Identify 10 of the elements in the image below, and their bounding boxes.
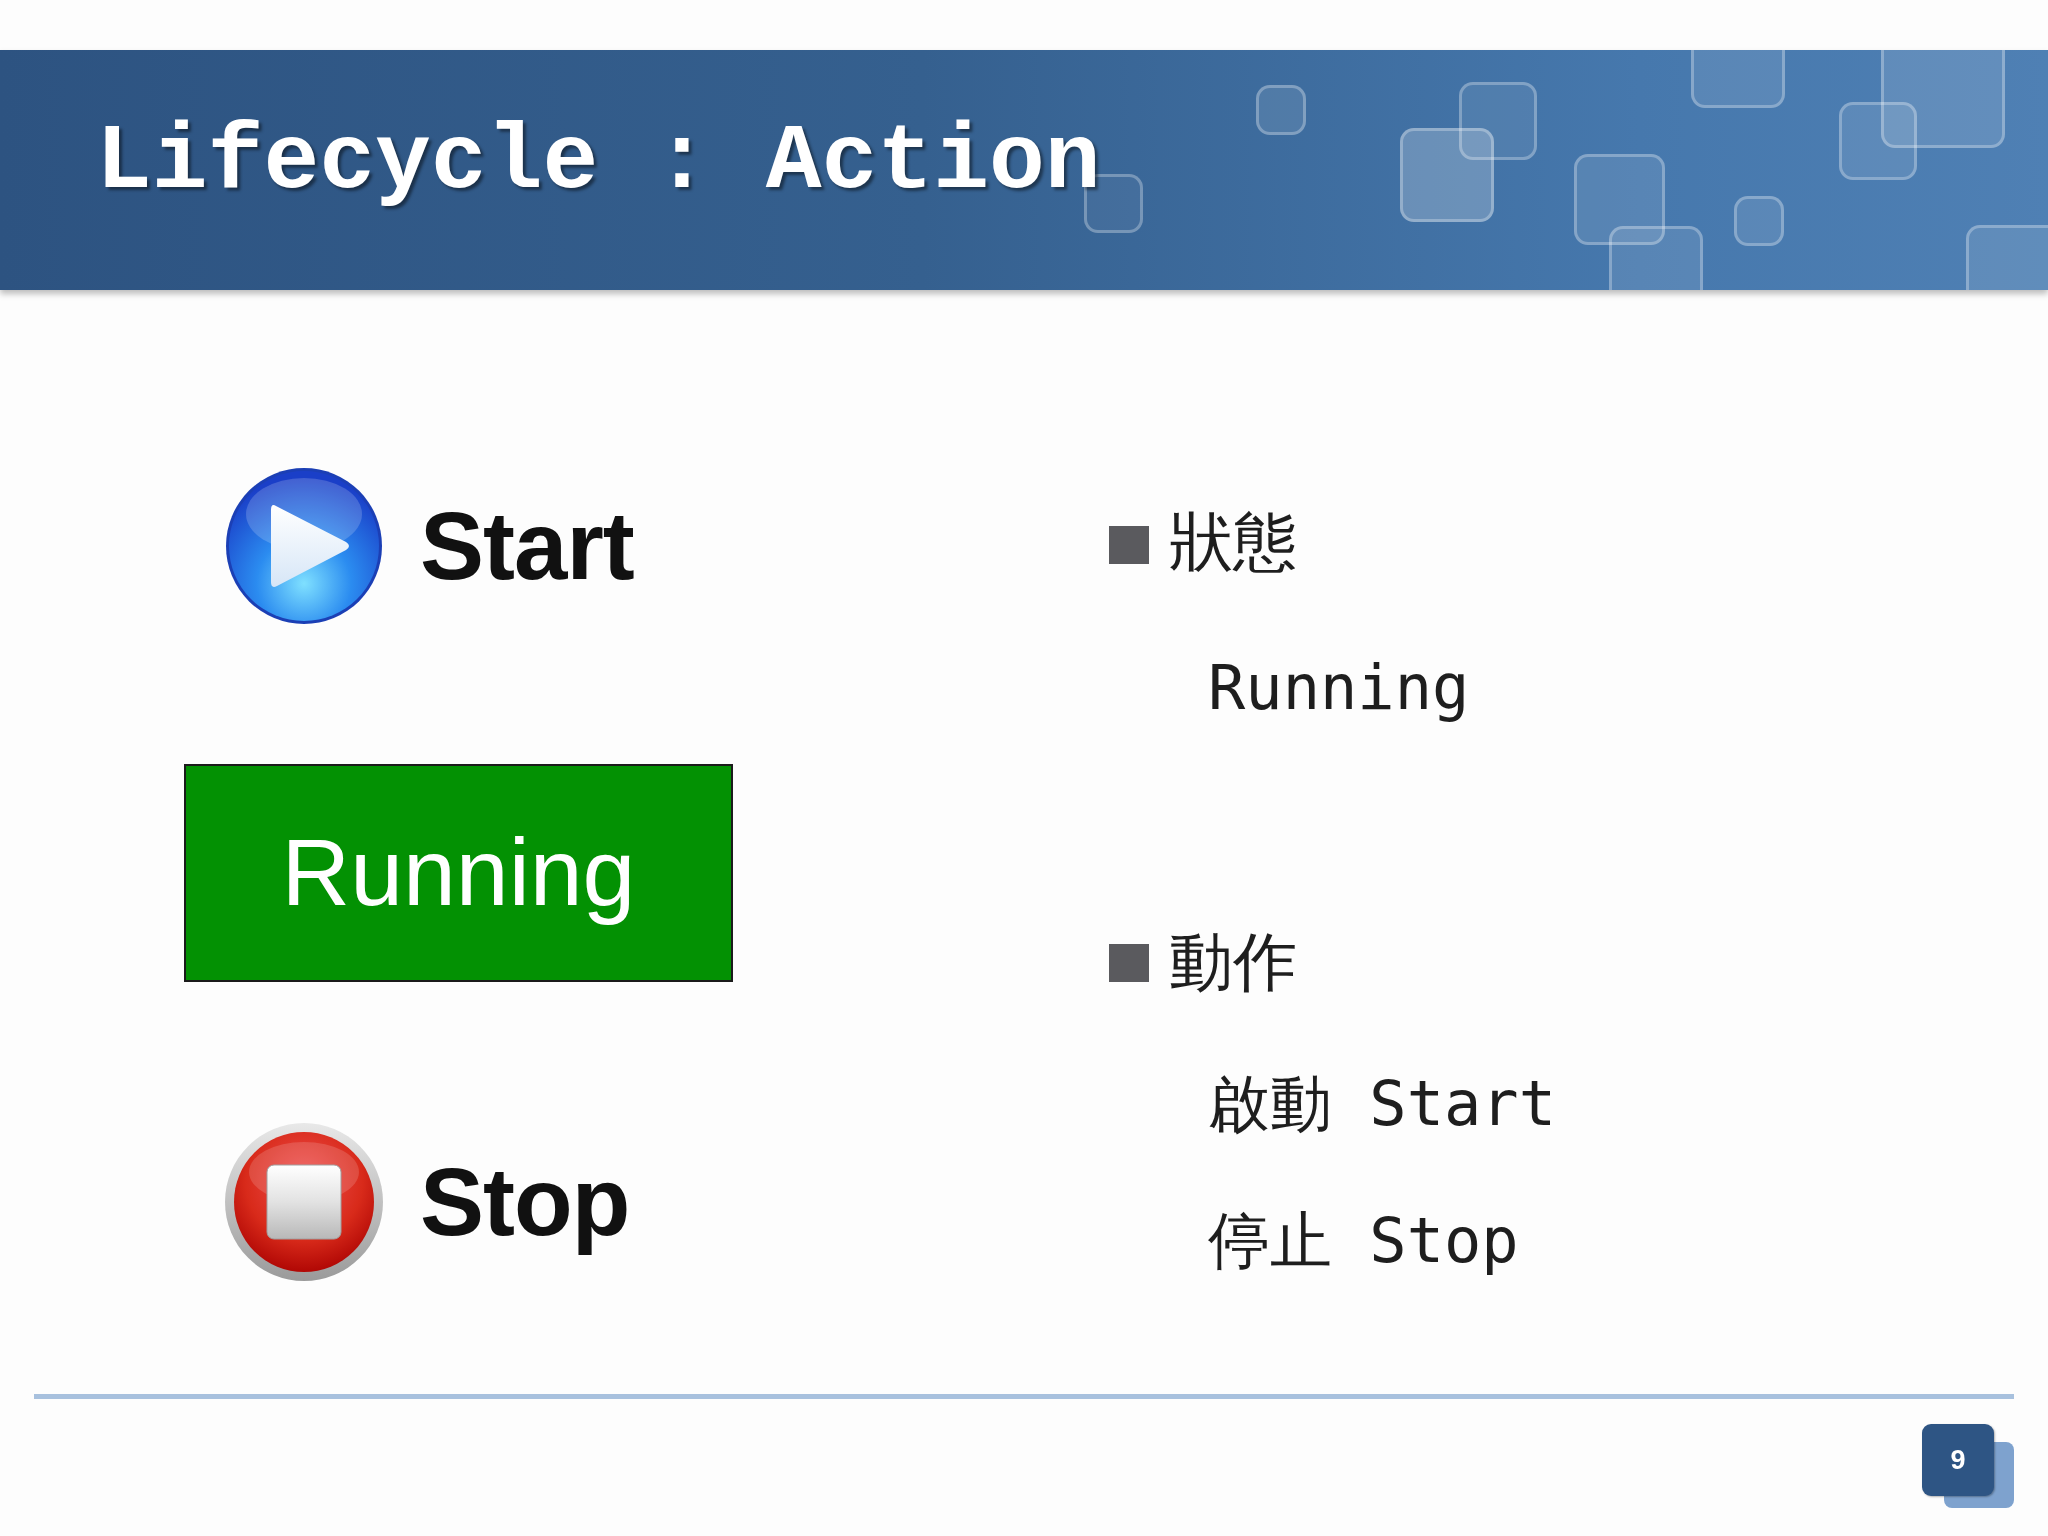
list-item: Running bbox=[1208, 650, 1470, 726]
action-label: Start bbox=[420, 491, 634, 602]
state-box bbox=[184, 764, 733, 982]
list-item: 停止 Stop bbox=[1208, 1203, 1519, 1279]
list-item: 啟動 Start bbox=[1208, 1066, 1556, 1142]
section-heading: 狀態 bbox=[1169, 503, 1297, 581]
section-heading: 動作 bbox=[1169, 923, 1297, 1001]
slide-title: Lifecycle : Action bbox=[96, 111, 1101, 215]
action-label: Stop bbox=[420, 1147, 630, 1258]
state-text: Running bbox=[281, 818, 636, 928]
